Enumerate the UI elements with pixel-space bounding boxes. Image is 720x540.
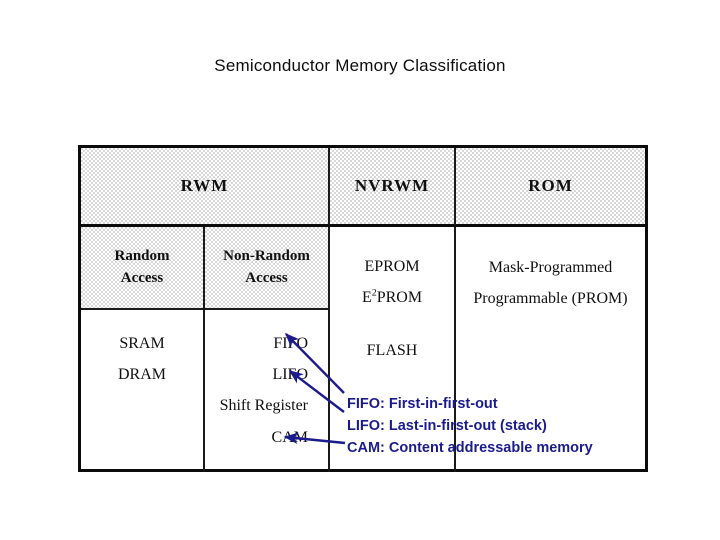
non-random-access-item-fifo: FIFO bbox=[273, 335, 308, 352]
nvrwm-item-flash: FLASH bbox=[366, 342, 418, 360]
e2prom-superscript: 2 bbox=[371, 287, 377, 299]
table-cell-rom-items: Mask-Programmed Programmable (PROM) bbox=[456, 227, 645, 472]
page-title: Semiconductor Memory Classification bbox=[214, 56, 506, 75]
header-label-rom: ROM bbox=[528, 176, 573, 195]
table-subheader-non-random-access: Non-Random Access bbox=[205, 227, 330, 310]
header-label-rwm: RWM bbox=[180, 176, 229, 195]
subheader-label-non-random-access-line2: Access bbox=[245, 269, 288, 286]
rom-item-mask-programmed: Mask-Programmed bbox=[488, 259, 613, 276]
memory-classification-table: RWM NVRWM ROM Random Access Non-Random A… bbox=[78, 145, 648, 472]
header-label-nvrwm: NVRWM bbox=[354, 176, 430, 195]
table-subheader-random-access: Random Access bbox=[81, 227, 205, 310]
table-header-rom: ROM bbox=[456, 148, 645, 227]
nvrwm-item-e2prom: E2PROM bbox=[362, 282, 422, 313]
legend-line-cam: CAM: Content addressable memory bbox=[347, 440, 593, 457]
table-cell-non-random-access-items: FIFO LIFO Shift Register CAM bbox=[205, 310, 330, 472]
random-access-item-dram: DRAM bbox=[117, 366, 166, 384]
subheader-label-random-access-line2: Access bbox=[120, 269, 164, 286]
e2prom-base-after: PROM bbox=[376, 289, 423, 307]
table-cell-nvrwm-items: EPROM E2PROM FLASH bbox=[330, 227, 456, 472]
table-cell-random-access-items: SRAM DRAM bbox=[81, 310, 205, 472]
subheader-label-random-access-line1: Random bbox=[114, 247, 170, 264]
table-header-rwm: RWM bbox=[81, 148, 330, 227]
subheader-label-non-random-access-line1: Non-Random bbox=[223, 247, 310, 264]
rom-item-programmable-prom: Programmable (PROM) bbox=[473, 290, 628, 308]
nvrwm-item-eprom: EPROM bbox=[364, 258, 420, 275]
e2prom-base-before: E bbox=[361, 289, 372, 307]
legend-annotations: FIFO: First-in-first-out LIFO: Last-in-f… bbox=[347, 393, 593, 460]
legend-line-lifo: LIFO: Last-in-first-out (stack) bbox=[347, 418, 547, 435]
non-random-access-item-shift-register: Shift Register bbox=[219, 397, 308, 415]
non-random-access-item-cam: CAM bbox=[271, 428, 308, 446]
random-access-item-sram: SRAM bbox=[119, 335, 165, 352]
table-header-nvrwm: NVRWM bbox=[330, 148, 456, 227]
legend-line-fifo: FIFO: First-in-first-out bbox=[347, 396, 498, 412]
non-random-access-item-lifo: LIFO bbox=[272, 366, 308, 384]
